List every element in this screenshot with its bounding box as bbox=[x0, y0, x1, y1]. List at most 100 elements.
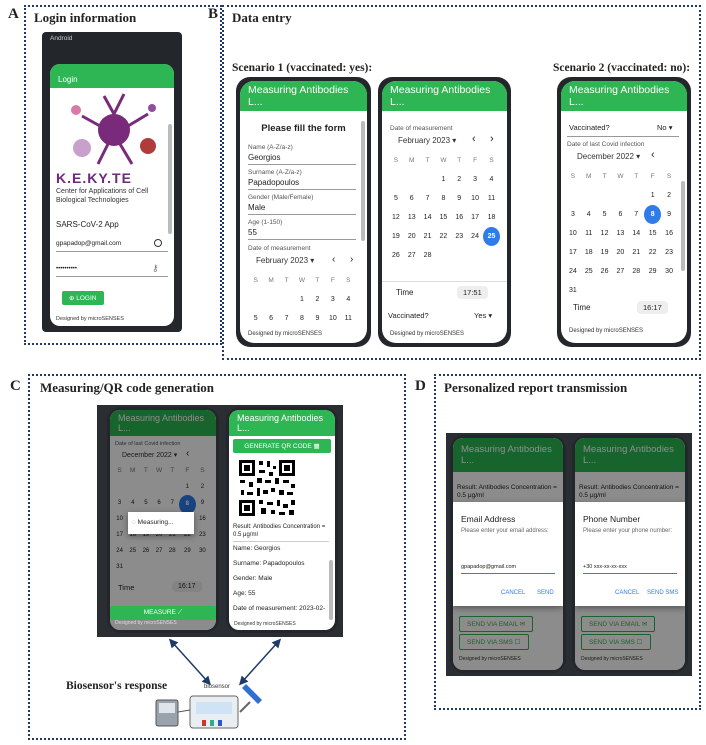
calendar-day[interactable]: 19 bbox=[142, 532, 150, 538]
c-month-selector[interactable]: December 2022 ▾ bbox=[122, 451, 177, 459]
s2-scrollbar[interactable] bbox=[681, 181, 685, 271]
calendar-day[interactable]: 19 bbox=[392, 233, 400, 240]
calendar-day[interactable]: 3 bbox=[330, 296, 335, 303]
login-scrollbar[interactable] bbox=[168, 124, 172, 234]
calendar-day[interactable]: 10 bbox=[116, 516, 123, 522]
calendar-day[interactable]: 20 bbox=[155, 532, 163, 538]
selected-day[interactable]: 8 bbox=[644, 205, 662, 224]
calendar-day[interactable]: 1 bbox=[185, 484, 189, 490]
calendar-day[interactable]: 26 bbox=[600, 268, 609, 275]
calendar-day[interactable]: 11 bbox=[487, 195, 496, 202]
calendar-day[interactable]: 1 bbox=[650, 192, 655, 199]
calendar-day[interactable]: 15 bbox=[648, 230, 657, 237]
calendar-day[interactable]: 31 bbox=[569, 287, 577, 294]
s2-time-value[interactable]: 16:17 bbox=[637, 301, 668, 314]
calendar-day[interactable]: 3 bbox=[473, 176, 478, 183]
calendar-day[interactable]: 7 bbox=[284, 315, 289, 322]
prev-month-icon[interactable]: ‹ bbox=[332, 254, 336, 265]
qr-scrollbar[interactable] bbox=[329, 560, 333, 620]
calendar-day[interactable]: 8 bbox=[441, 195, 446, 202]
calendar-day[interactable]: 3 bbox=[570, 211, 575, 218]
selected-day[interactable]: 25 bbox=[482, 227, 500, 246]
calendar-day[interactable]: 21 bbox=[168, 532, 176, 538]
calendar-day[interactable]: 11 bbox=[585, 230, 593, 237]
send-email-button-bg[interactable]: SEND VIA EMAIL ✉ bbox=[459, 616, 534, 632]
calendar-day[interactable]: 31 bbox=[116, 564, 123, 570]
calendar-day[interactable]: 2 bbox=[457, 176, 462, 183]
calendar-day[interactable]: 30 bbox=[199, 548, 206, 554]
calendar-day[interactable]: 13 bbox=[407, 214, 416, 221]
calendar-day[interactable]: 22 bbox=[439, 233, 448, 240]
calendar-day[interactable]: 6 bbox=[409, 195, 414, 202]
calendar-day[interactable]: 1 bbox=[300, 296, 304, 303]
gender-field[interactable]: Male bbox=[248, 203, 266, 212]
calendar-day[interactable]: 4 bbox=[586, 211, 591, 218]
calendar-day[interactable]: 29 bbox=[183, 548, 191, 554]
calendar-day[interactable]: 11 bbox=[344, 315, 352, 322]
calendar-day[interactable]: 1 bbox=[441, 176, 446, 183]
calendar-day[interactable]: 20 bbox=[407, 233, 416, 240]
s2-vaccinated-select[interactable]: No ▾ bbox=[657, 123, 672, 132]
time-value[interactable]: 17:51 bbox=[457, 286, 488, 299]
calendar-day[interactable]: 5 bbox=[602, 211, 607, 218]
calendar-day[interactable]: 5 bbox=[144, 500, 148, 506]
calendar-day[interactable]: 7 bbox=[634, 211, 639, 218]
calendar-day[interactable]: 4 bbox=[131, 500, 135, 506]
s2-prev-month-icon[interactable]: ‹ bbox=[651, 149, 655, 161]
calendar-day[interactable]: 9 bbox=[667, 211, 672, 218]
calendar-day[interactable]: 26 bbox=[392, 252, 400, 259]
calendar-day[interactable]: 15 bbox=[439, 214, 448, 221]
calendar-day[interactable]: 10 bbox=[569, 230, 577, 237]
sms-cancel-button[interactable]: CANCEL bbox=[615, 590, 640, 596]
s2-month-selector[interactable]: December 2022 ▾ bbox=[577, 152, 640, 161]
calendar-day[interactable]: 16 bbox=[665, 230, 673, 237]
calendar-day[interactable]: 9 bbox=[457, 195, 462, 202]
calendar-day[interactable]: 8 bbox=[644, 205, 662, 224]
calendar-day[interactable]: 14 bbox=[632, 230, 641, 237]
month-selector-2[interactable]: February 2023 ▾ bbox=[398, 136, 456, 145]
calendar-day[interactable]: 16 bbox=[455, 214, 464, 221]
calendar-day[interactable]: 26 bbox=[142, 548, 150, 554]
c-prev-month-icon[interactable]: ‹ bbox=[186, 448, 190, 459]
calendar-day[interactable]: 9 bbox=[200, 500, 205, 506]
calendar-day[interactable]: 29 bbox=[648, 268, 657, 275]
c-time-value[interactable]: 16:17 bbox=[172, 581, 202, 592]
calendar-day[interactable]: 2 bbox=[315, 296, 320, 303]
prev-month-icon-2[interactable]: ‹ bbox=[472, 133, 476, 145]
calendar-day[interactable]: 24 bbox=[116, 548, 123, 554]
month-selector[interactable]: February 2023 ▾ bbox=[256, 256, 314, 265]
calendar-day[interactable]: 3 bbox=[117, 500, 122, 506]
calendar-day[interactable]: 18 bbox=[129, 532, 137, 538]
send-sms-button-bg-2[interactable]: SEND VIA SMS ☐ bbox=[581, 634, 651, 650]
calendar-day[interactable]: 16 bbox=[199, 516, 206, 522]
calendar-day[interactable]: 10 bbox=[328, 315, 337, 322]
calendar-day[interactable]: 5 bbox=[253, 315, 258, 322]
calendar-day[interactable]: 18 bbox=[487, 214, 496, 221]
email-dialog-input[interactable]: gpapadop@gmail.com bbox=[461, 564, 517, 570]
calendar-day[interactable]: 12 bbox=[392, 214, 400, 221]
calendar-day[interactable]: 28 bbox=[423, 252, 432, 259]
email-send-button[interactable]: SEND bbox=[537, 590, 554, 596]
selected-day[interactable]: 8 bbox=[178, 495, 196, 514]
calendar-day[interactable]: 9 bbox=[315, 315, 320, 322]
calendar-day[interactable]: 22 bbox=[648, 249, 657, 256]
calendar-day[interactable]: 25 bbox=[482, 227, 500, 246]
calendar-day[interactable]: 18 bbox=[584, 249, 593, 256]
calendar-day[interactable]: 12 bbox=[600, 230, 609, 237]
calendar-day[interactable]: 21 bbox=[632, 249, 641, 256]
calendar-day[interactable]: 7 bbox=[425, 195, 430, 202]
send-email-button-bg-2[interactable]: SEND VIA EMAIL ✉ bbox=[581, 616, 656, 632]
surname-field[interactable]: Papadopoulos bbox=[248, 178, 300, 187]
calendar-day[interactable]: 2 bbox=[667, 192, 672, 199]
vaccinated-select[interactable]: Yes ▾ bbox=[474, 311, 492, 320]
calendar-day[interactable]: 30 bbox=[665, 268, 673, 275]
send-sms-button-bg[interactable]: SEND VIA SMS ☐ bbox=[459, 634, 529, 650]
calendar-day[interactable]: 23 bbox=[455, 233, 464, 240]
calendar-day[interactable]: 27 bbox=[407, 252, 416, 259]
age-field[interactable]: 55 bbox=[248, 228, 257, 237]
calendar-day[interactable]: 17 bbox=[569, 249, 577, 256]
email-cancel-button[interactable]: CANCEL bbox=[501, 590, 526, 596]
form-scrollbar[interactable] bbox=[361, 121, 365, 241]
next-month-icon-2[interactable]: › bbox=[490, 133, 494, 145]
calendar-day[interactable]: 28 bbox=[168, 548, 176, 554]
